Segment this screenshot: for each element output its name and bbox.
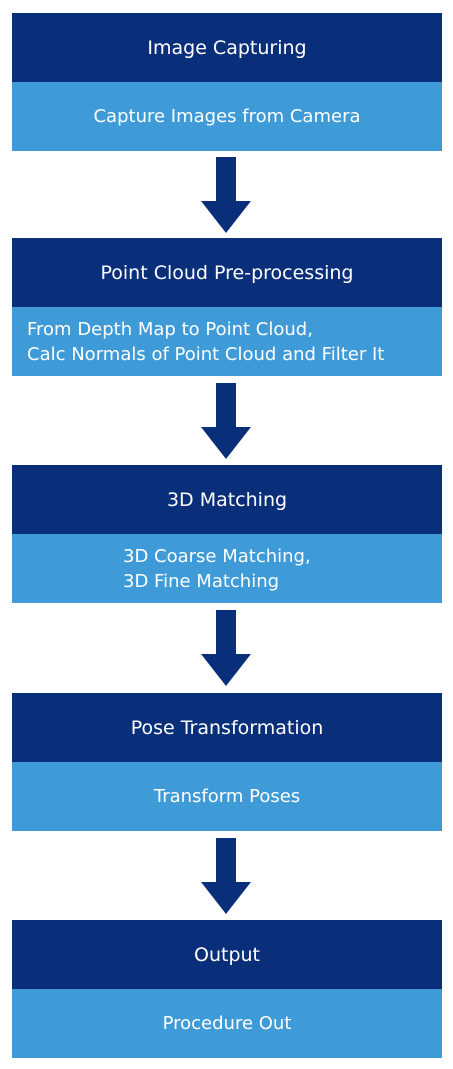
down-arrow-icon — [201, 157, 251, 233]
stage-title: Pose Transformation — [130, 716, 324, 739]
down-arrow-icon — [201, 383, 251, 459]
stage-header: 3D Matching — [12, 465, 442, 534]
stage-description-line: 3D Fine Matching — [123, 570, 280, 592]
stage-title: 3D Matching — [166, 488, 288, 511]
stage-description-line: Capture Images from Camera — [93, 106, 361, 127]
stage-header: Output — [12, 920, 442, 989]
stage-header: Point Cloud Pre-processing — [12, 238, 442, 307]
stage-description: Transform Poses — [12, 762, 442, 831]
stage-title: Image Capturing — [147, 36, 307, 59]
stage-output: Output Procedure Out — [12, 920, 442, 1058]
stage-header: Image Capturing — [12, 13, 442, 82]
stage-description: 3D Coarse Matching, 3D Fine Matching — [12, 534, 442, 603]
stage-description-line: 3D Coarse Matching, — [123, 545, 311, 567]
stage-title: Point Cloud Pre-processing — [100, 261, 354, 284]
down-arrow-icon — [201, 838, 251, 914]
stage-point-cloud-preprocessing: Point Cloud Pre-processing From Depth Ma… — [12, 238, 442, 376]
stage-description: Procedure Out — [12, 989, 442, 1058]
stage-description: Capture Images from Camera — [12, 82, 442, 151]
stage-description-line: From Depth Map to Point Cloud, — [27, 318, 313, 340]
stage-description: From Depth Map to Point Cloud, Calc Norm… — [12, 307, 442, 376]
stage-3d-matching: 3D Matching 3D Coarse Matching, 3D Fine … — [12, 465, 442, 603]
stage-title: Output — [194, 943, 260, 966]
down-arrow-icon — [201, 610, 251, 686]
stage-description-line: Calc Normals of Point Cloud and Filter I… — [27, 343, 385, 365]
stage-header: Pose Transformation — [12, 693, 442, 762]
stage-image-capturing: Image Capturing Capture Images from Came… — [12, 13, 442, 151]
stage-description-line: Transform Poses — [153, 786, 301, 807]
stage-description-line: Procedure Out — [162, 1013, 292, 1034]
stage-pose-transformation: Pose Transformation Transform Poses — [12, 693, 442, 831]
